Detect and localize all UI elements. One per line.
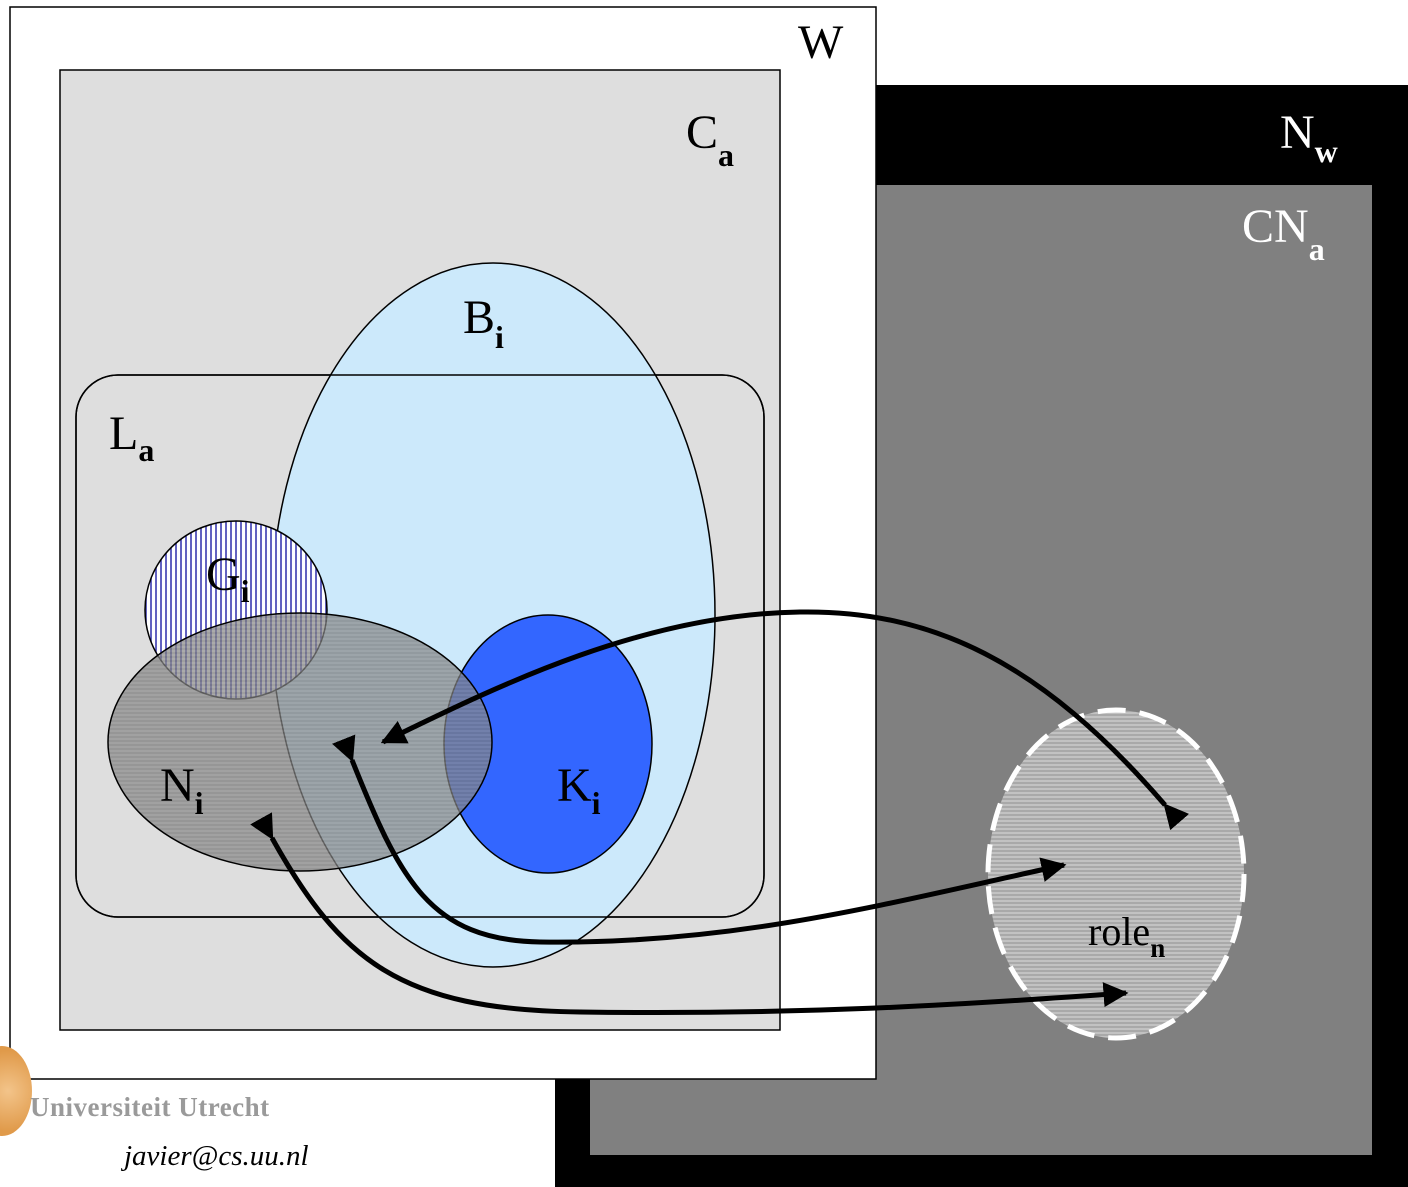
context-label: Ca <box>686 106 734 173</box>
arrow-role-to-norms <box>380 609 1190 831</box>
language-label: La <box>109 407 154 468</box>
author-email[interactable]: javier@cs.uu.nl <box>124 1140 309 1172</box>
knowledge-label: Ki <box>557 759 601 821</box>
arrow-norms-to-role <box>250 812 1129 1016</box>
world-label: W <box>798 16 844 69</box>
norms-agent-ellipse <box>107 612 493 872</box>
university-name: Universiteit Utrecht <box>30 1092 270 1122</box>
goals-label: Gi <box>206 548 250 609</box>
norms-agent-label: Ni <box>160 759 204 821</box>
context-norms-label: CNa <box>1242 200 1325 267</box>
beliefs-label: Bi <box>463 291 504 355</box>
role-label: rolen <box>1088 909 1165 963</box>
norms-world-label: Nw <box>1280 106 1338 169</box>
